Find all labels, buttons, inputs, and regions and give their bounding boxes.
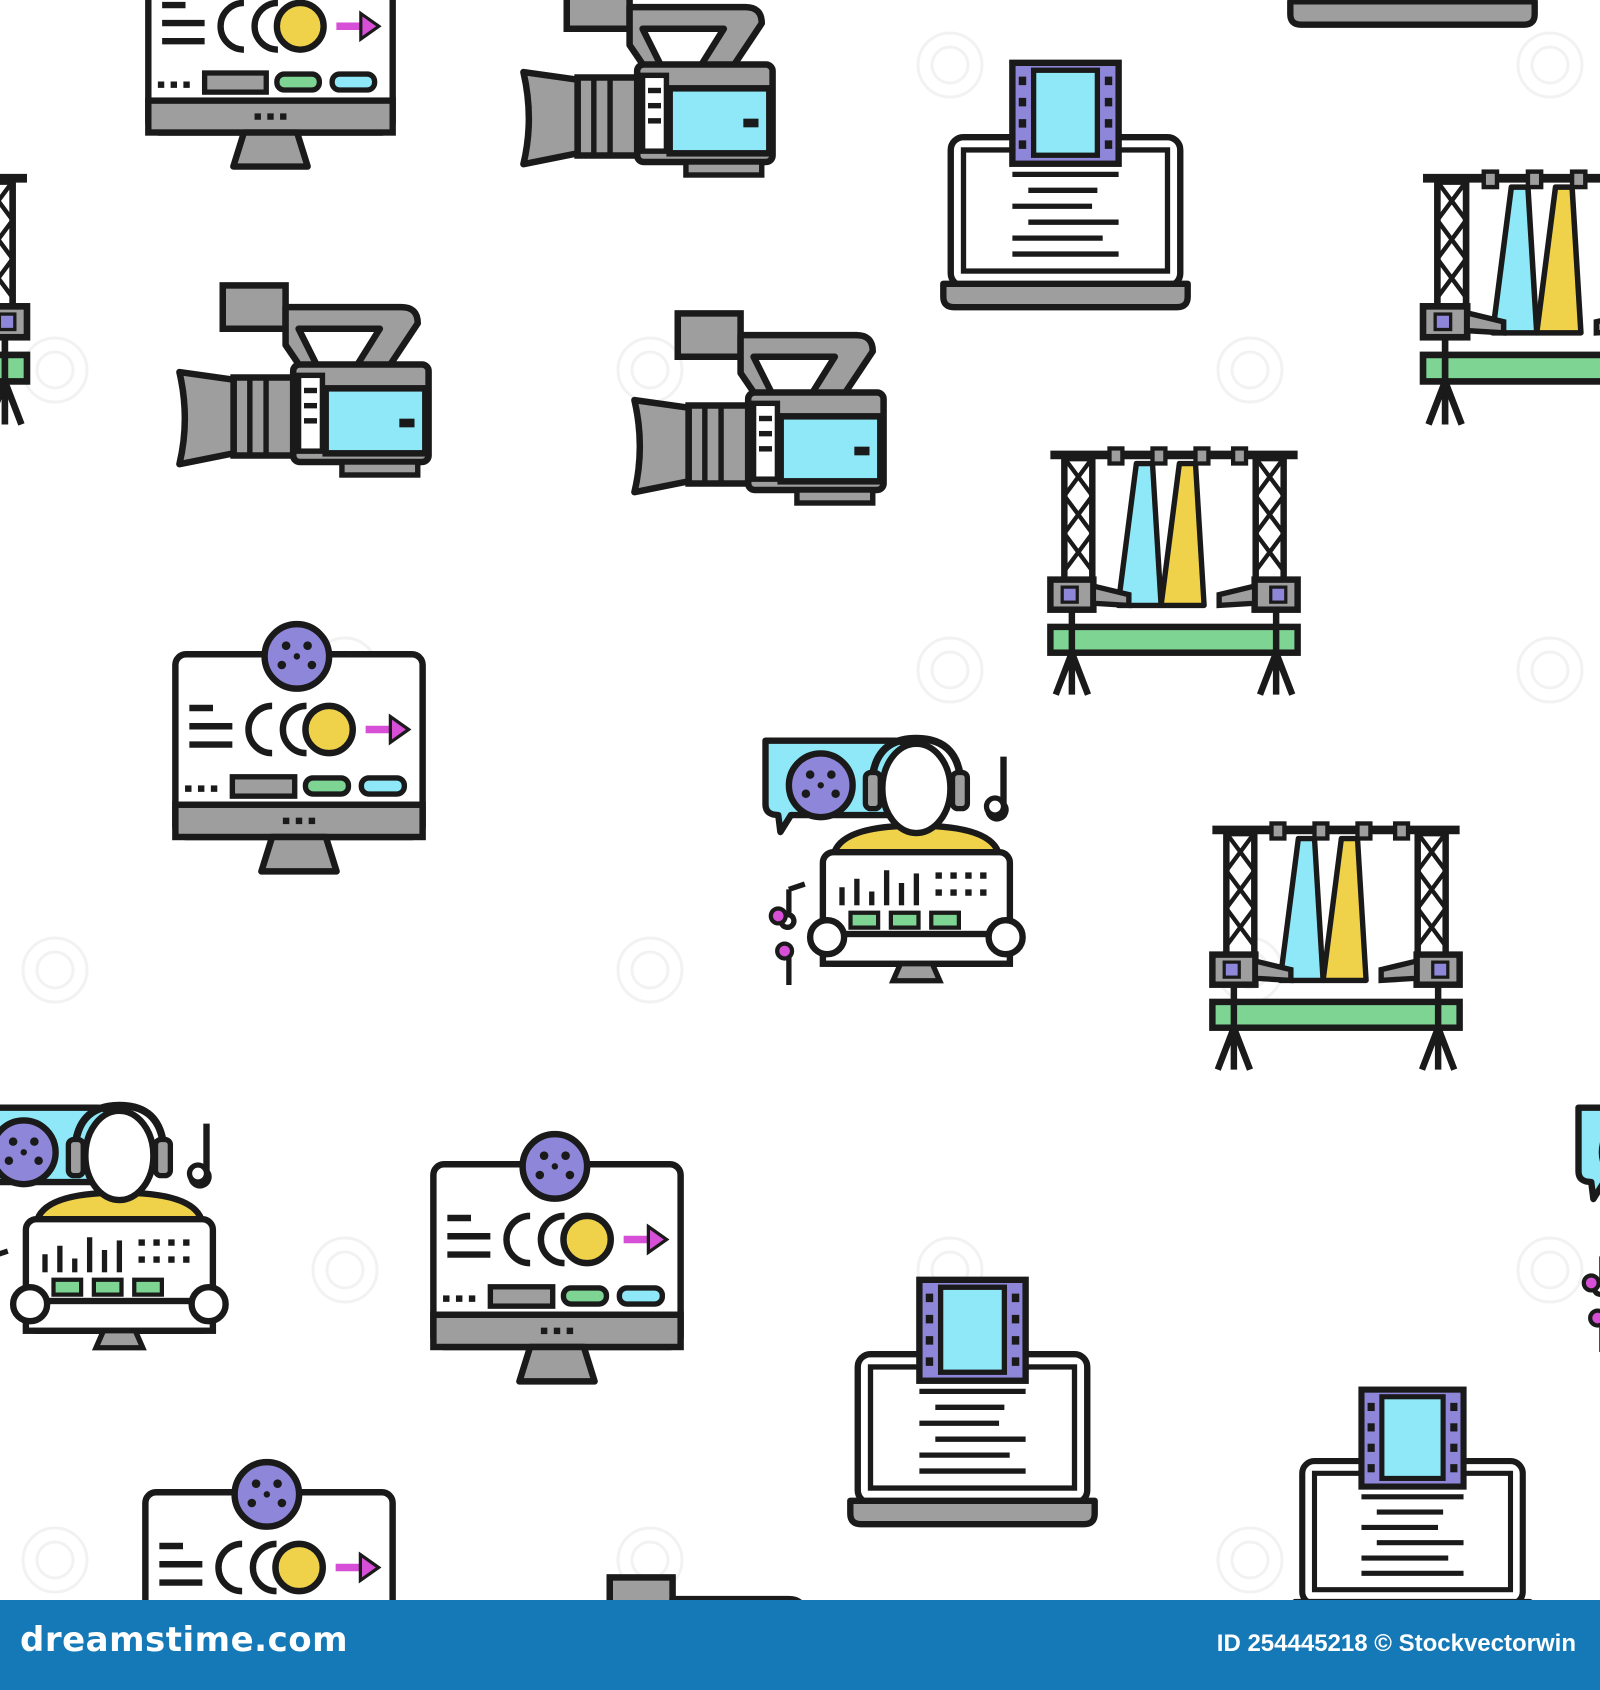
laptop-script-icon (1290, 0, 1534, 25)
icon-pattern (0, 0, 1600, 1600)
camcorder-icon (523, 0, 772, 175)
stage-lights-icon (1050, 448, 1297, 694)
laptop-script-icon (850, 1280, 1094, 1524)
editing-monitor-icon (175, 624, 422, 871)
image-id: ID 254445218 (1216, 1630, 1368, 1657)
author-credit: © Stockvectorwin (1374, 1630, 1576, 1657)
sound-engineer-icon (766, 739, 1023, 986)
laptop-script-icon (1295, 1390, 1530, 1600)
dreamstime-logo[interactable]: dreamstime.com (20, 1620, 348, 1660)
laptop-script-icon (943, 63, 1187, 307)
stage-lights-icon (1212, 823, 1459, 1069)
image-credit: ID 254445218 © Stockvectorwin (1217, 1630, 1576, 1658)
watermark-marks (21, 31, 1584, 1594)
editing-monitor-icon (145, 1462, 392, 1600)
editing-monitor-icon (148, 0, 392, 167)
camcorder-icon (566, 1577, 815, 1600)
camcorder-icon (179, 285, 428, 475)
sound-engineer-icon (0, 1106, 226, 1353)
editing-monitor-icon (433, 1134, 680, 1381)
sound-engineer-icon (1579, 1106, 1600, 1353)
stage-lights-icon (0, 172, 27, 425)
stock-footer-bar: dreamstime.com ID 254445218 © Stockvecto… (0, 1600, 1600, 1690)
camcorder-icon (634, 313, 883, 503)
brand-wordmark: dreamstime.com (20, 1620, 349, 1660)
stage-lights-icon (1423, 172, 1600, 425)
